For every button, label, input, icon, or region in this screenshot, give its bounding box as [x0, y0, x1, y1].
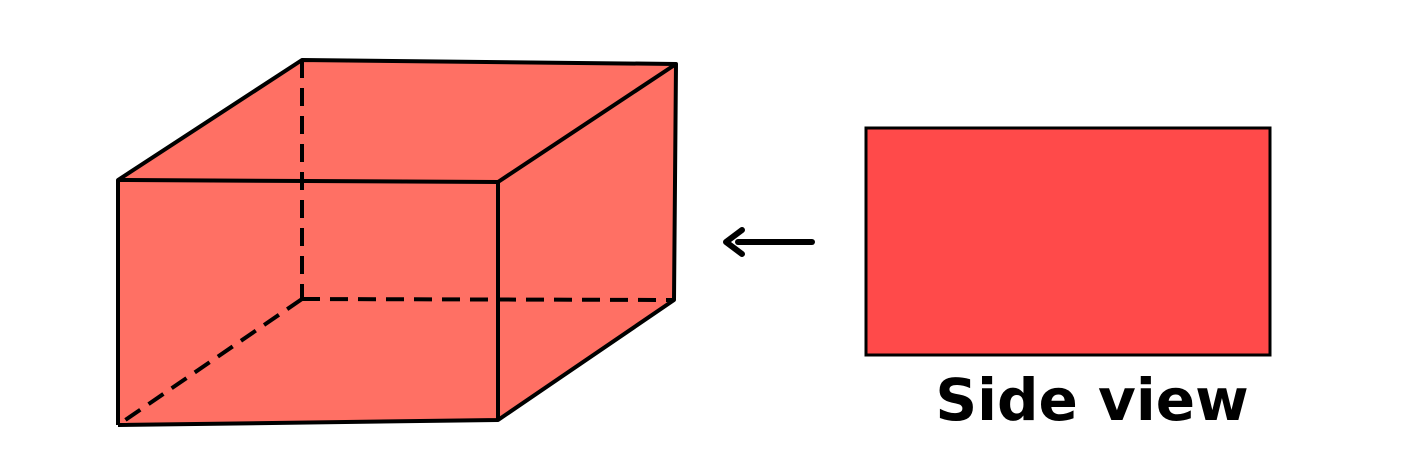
- prism-hidden-edge-left-bottom: [116, 297, 304, 427]
- side-view-label: Side view: [935, 366, 1248, 434]
- prism-front-face: [118, 180, 498, 425]
- rectangular-prism: [116, 58, 678, 427]
- side-view-rectangle: [864, 126, 1272, 357]
- view-direction-arrow: [723, 227, 815, 257]
- arrow-head: [723, 227, 745, 257]
- prism-hidden-edge-back-bottom: [301, 297, 675, 302]
